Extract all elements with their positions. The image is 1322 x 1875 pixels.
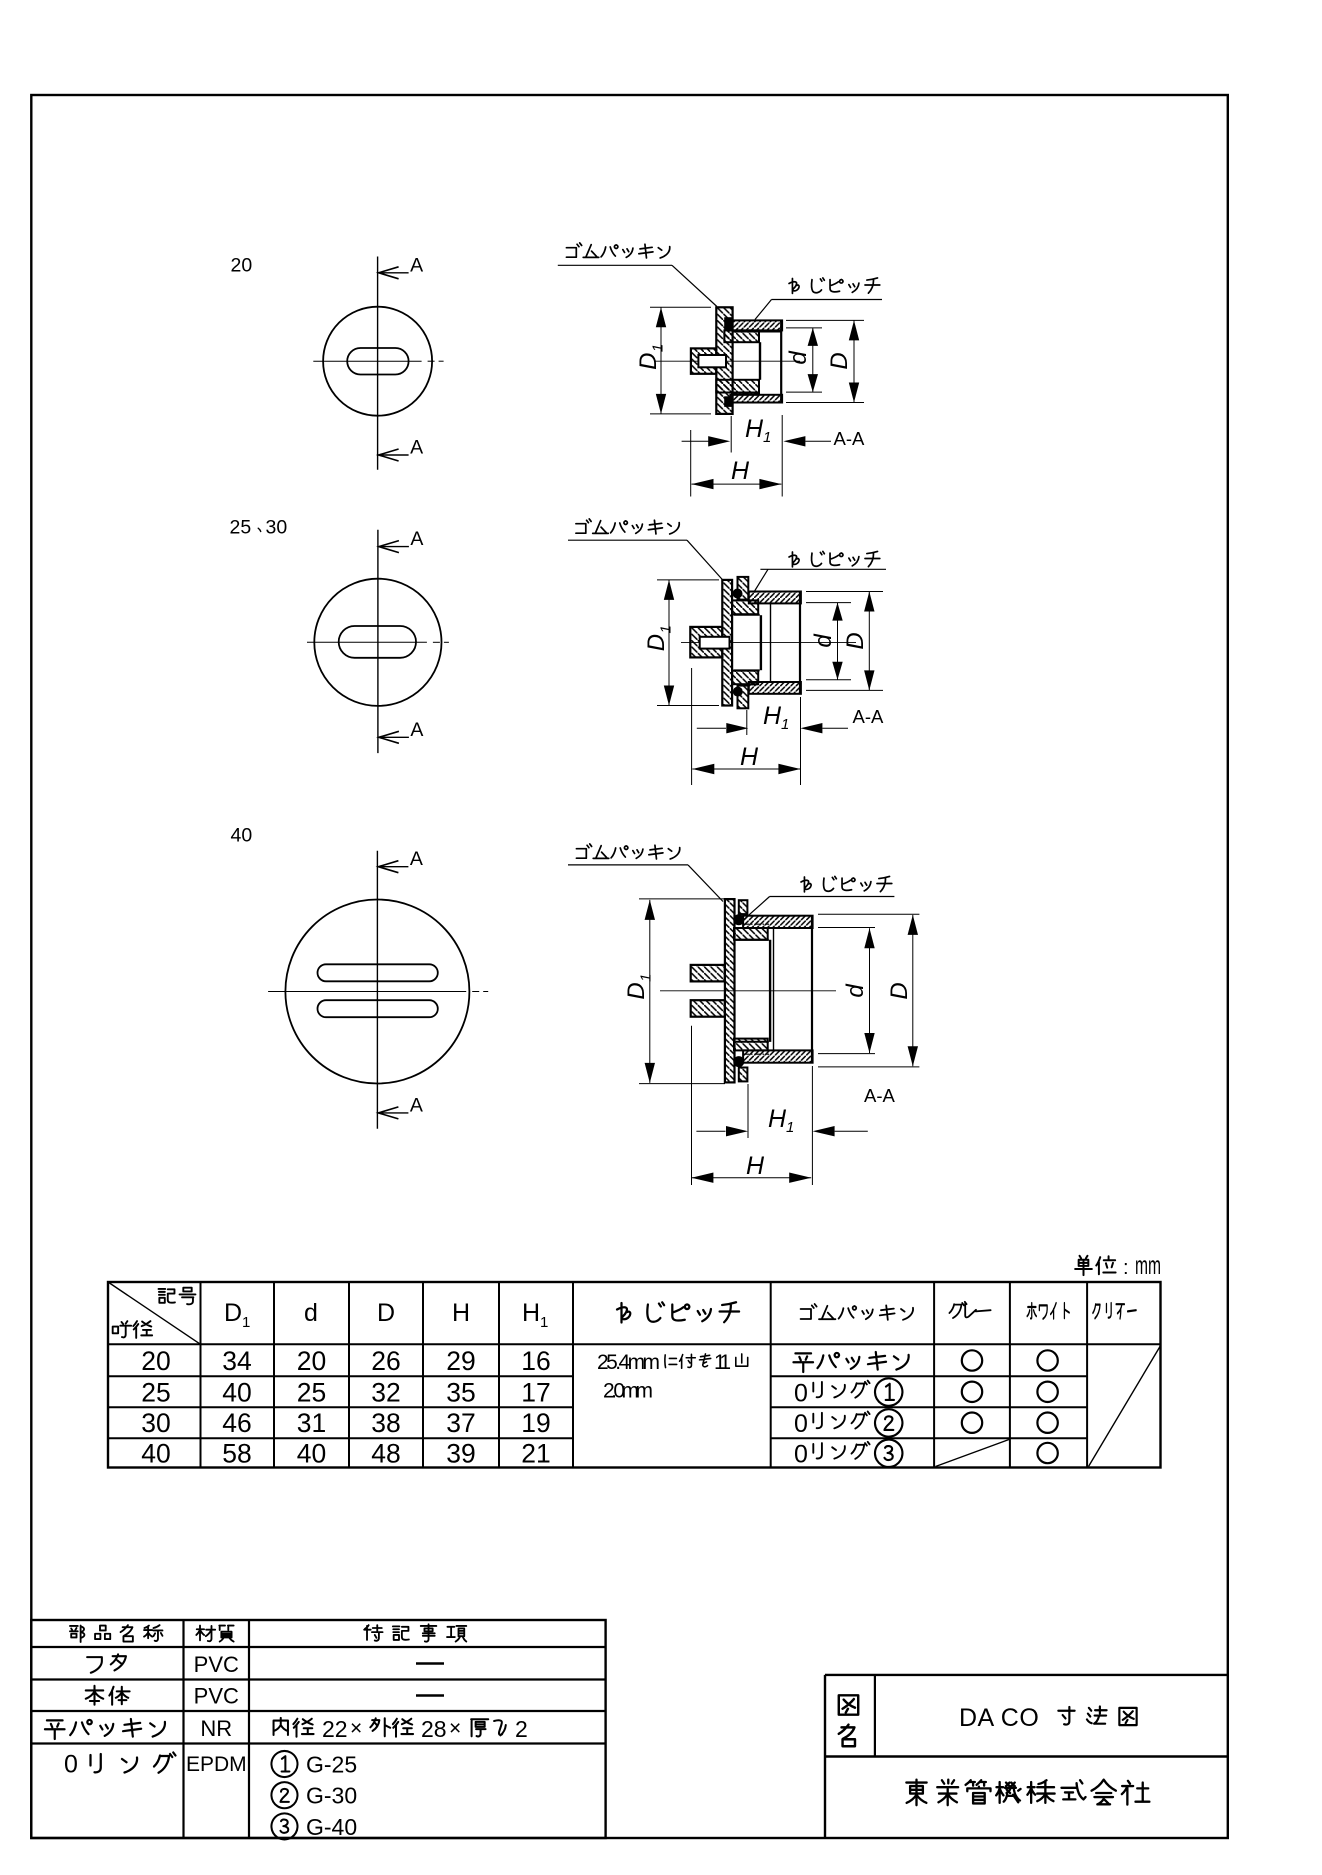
svg-text:20: 20 — [297, 1346, 326, 1376]
svg-text:EPDM: EPDM — [186, 1753, 247, 1776]
svg-text:16: 16 — [521, 1346, 550, 1376]
svg-text:d: d — [304, 1299, 318, 1327]
svg-text:1: 1 — [650, 344, 667, 352]
svg-text:29: 29 — [446, 1346, 475, 1376]
svg-text:D: D — [826, 352, 853, 369]
svg-text:H: H — [768, 1105, 787, 1133]
svg-text:NR: NR — [200, 1716, 232, 1741]
svg-text:46: 46 — [222, 1408, 251, 1438]
svg-text:D: D — [623, 982, 650, 999]
svg-text:A: A — [410, 719, 423, 741]
svg-text:26: 26 — [371, 1346, 400, 1376]
svg-text:22: 22 — [322, 1716, 348, 1742]
svg-text:40: 40 — [141, 1439, 170, 1469]
svg-text:A-A: A-A — [853, 706, 885, 727]
svg-text:48: 48 — [371, 1439, 400, 1469]
svg-text:40: 40 — [231, 825, 253, 847]
svg-text:G-40: G-40 — [306, 1814, 357, 1840]
svg-text:25: 25 — [297, 1377, 326, 1407]
svg-text:40: 40 — [297, 1439, 326, 1469]
svg-text:D: D — [377, 1299, 395, 1327]
svg-text::: : — [1123, 1257, 1129, 1279]
svg-text:1: 1 — [658, 625, 675, 633]
svg-text:A-A: A-A — [864, 1085, 896, 1106]
svg-text:0: 0 — [794, 1379, 808, 1407]
svg-text:H: H — [746, 1152, 765, 1180]
svg-text:×: × — [350, 1717, 362, 1740]
svg-text:25.4mm: 25.4mm — [597, 1351, 660, 1374]
svg-text:1: 1 — [540, 1314, 548, 1331]
svg-text:H: H — [522, 1299, 540, 1327]
svg-text:58: 58 — [222, 1439, 251, 1469]
svg-text:11: 11 — [714, 1351, 731, 1374]
svg-text:H: H — [452, 1299, 470, 1327]
svg-text:2: 2 — [515, 1716, 528, 1742]
svg-text:17: 17 — [521, 1377, 550, 1407]
svg-text:0: 0 — [794, 1410, 808, 1438]
svg-text:34: 34 — [222, 1346, 251, 1376]
svg-text:A-A: A-A — [834, 428, 866, 449]
svg-text:32: 32 — [371, 1377, 400, 1407]
svg-text:D: D — [886, 982, 913, 999]
svg-text:G-30: G-30 — [306, 1783, 357, 1809]
svg-text:D: D — [635, 353, 662, 370]
svg-text:1: 1 — [781, 716, 789, 733]
svg-text:20: 20 — [141, 1346, 170, 1376]
svg-text:38: 38 — [371, 1408, 400, 1438]
svg-text:1: 1 — [638, 974, 655, 982]
svg-text:PVC: PVC — [194, 1652, 239, 1677]
svg-text:A: A — [410, 437, 423, 459]
svg-text:d: d — [810, 634, 837, 648]
svg-text:d: d — [842, 984, 869, 998]
svg-text:G-25: G-25 — [306, 1752, 357, 1778]
svg-text:A: A — [410, 848, 423, 870]
svg-text:2.0mm: 2.0mm — [603, 1380, 653, 1403]
svg-text:0: 0 — [64, 1751, 78, 1779]
svg-text:A: A — [410, 528, 423, 550]
svg-text:35: 35 — [446, 1377, 475, 1407]
svg-text:H: H — [731, 457, 750, 485]
svg-text:mm: mm — [1135, 1250, 1161, 1280]
svg-text:A: A — [410, 254, 423, 276]
svg-text:37: 37 — [446, 1408, 475, 1438]
svg-text:25: 25 — [230, 517, 252, 539]
svg-text:19: 19 — [521, 1408, 550, 1438]
svg-text:D: D — [224, 1299, 242, 1327]
svg-text:21: 21 — [521, 1439, 550, 1469]
svg-text:D: D — [643, 634, 670, 651]
svg-text:H: H — [740, 743, 759, 771]
svg-text:1: 1 — [242, 1314, 250, 1331]
svg-text:0: 0 — [794, 1441, 808, 1469]
svg-text:PVC: PVC — [194, 1684, 239, 1709]
svg-text:39: 39 — [446, 1439, 475, 1469]
svg-text:×: × — [449, 1717, 461, 1740]
svg-text:H: H — [745, 415, 764, 443]
svg-text:28: 28 — [421, 1716, 447, 1742]
svg-text:20: 20 — [231, 255, 253, 277]
svg-text:30: 30 — [141, 1408, 170, 1438]
svg-text:40: 40 — [222, 1377, 251, 1407]
svg-text:H: H — [763, 702, 782, 730]
svg-text:d: d — [785, 351, 812, 365]
svg-text:31: 31 — [297, 1408, 326, 1438]
svg-text:A: A — [410, 1094, 423, 1116]
svg-text:1: 1 — [786, 1119, 794, 1136]
svg-text:1: 1 — [763, 429, 771, 446]
svg-text:25: 25 — [141, 1377, 170, 1407]
svg-text:D: D — [842, 632, 869, 649]
svg-text:DA CO: DA CO — [959, 1704, 1039, 1732]
svg-text:30: 30 — [266, 517, 288, 539]
